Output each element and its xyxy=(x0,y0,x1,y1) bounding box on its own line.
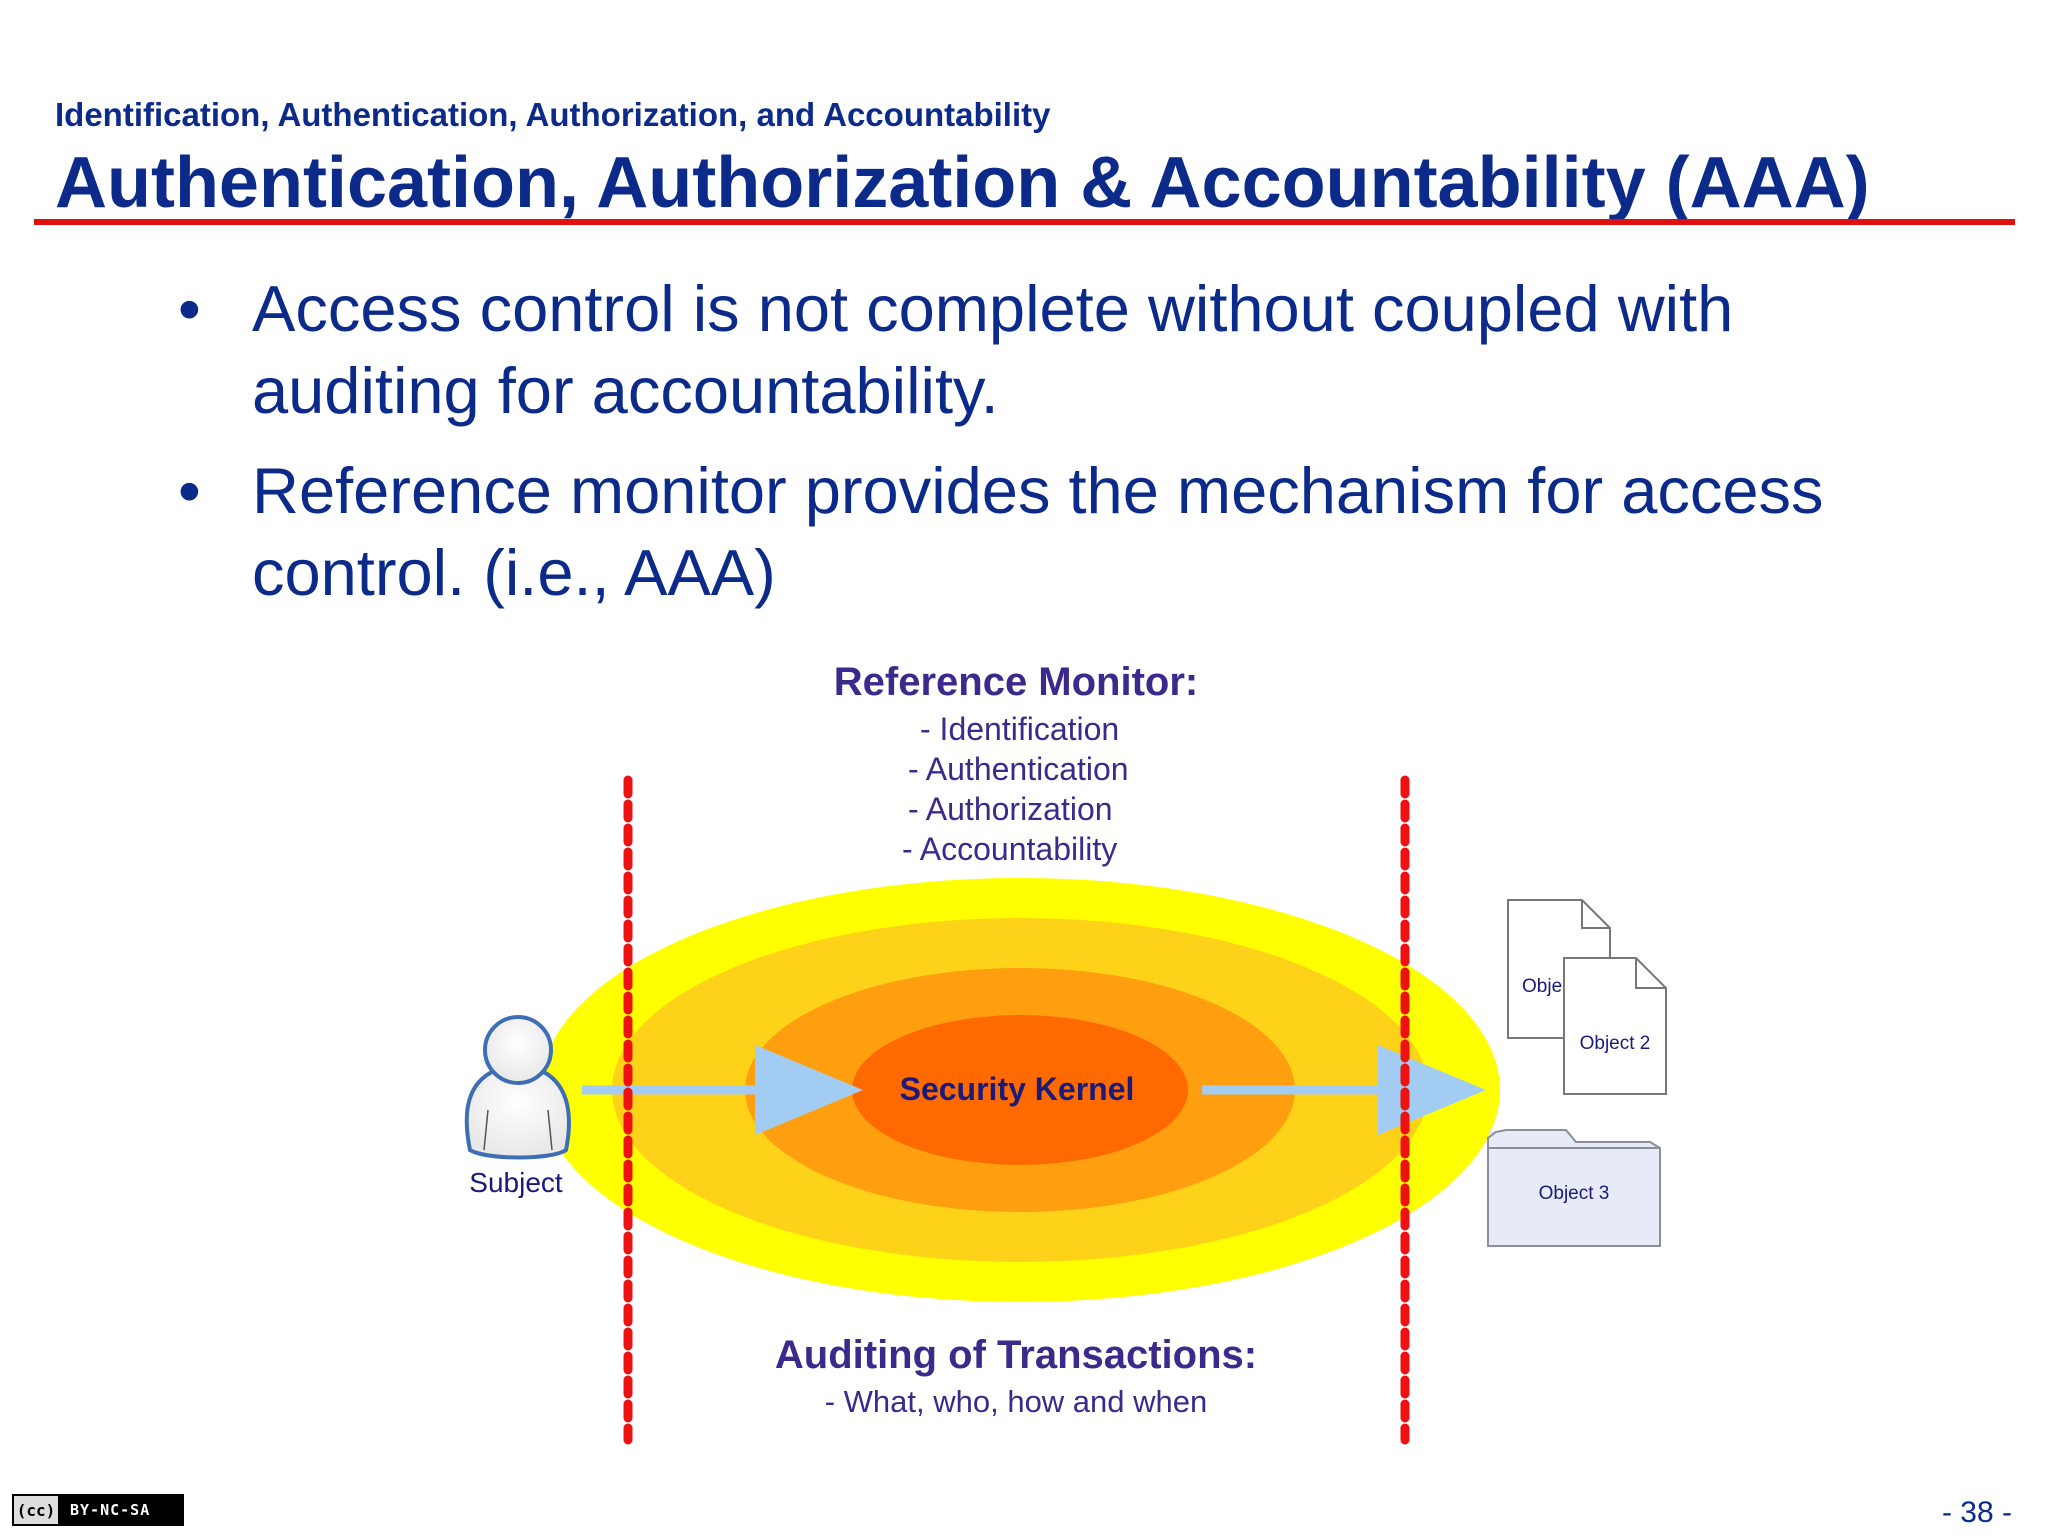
reference-monitor-heading: Reference Monitor: xyxy=(834,660,1199,704)
slide-subtitle: Identification, Authentication, Authoriz… xyxy=(55,96,1051,133)
bullet-dot-icon: • xyxy=(178,272,201,345)
subject-label: Subject xyxy=(469,1167,563,1198)
bullet-list: • Access control is not complete without… xyxy=(170,268,1870,632)
object-3-label: Object 3 xyxy=(1539,1183,1610,1204)
bullet-text: Access control is not complete without c… xyxy=(252,272,1734,427)
bullet-item: • Access control is not complete without… xyxy=(170,268,1870,432)
object-2-label: Object 2 xyxy=(1580,1033,1651,1054)
auditing-heading: Auditing of Transactions: xyxy=(775,1333,1257,1377)
object-2-document-icon xyxy=(1563,957,1667,1095)
auditing-detail: - What, who, how and when xyxy=(825,1384,1208,1419)
bullet-dot-icon: • xyxy=(178,454,201,527)
object-1-label: Obje xyxy=(1522,976,1562,997)
security-kernel-label: Security Kernel xyxy=(900,1071,1135,1107)
reference-monitor-item: - Authentication xyxy=(908,751,1129,787)
reference-monitor-item: - Authorization xyxy=(908,791,1113,827)
subject-person-icon xyxy=(464,1015,571,1160)
security-kernel-core xyxy=(852,1015,1188,1165)
reference-monitor-item: - Accountability xyxy=(902,831,1117,867)
cc-logo-icon: (cc) xyxy=(14,1496,60,1524)
object-3-folder-icon xyxy=(1487,1129,1661,1247)
cc-license-badge: (cc) BY-NC-SA xyxy=(12,1494,184,1526)
slide-title: Authentication, Authorization & Accounta… xyxy=(55,143,1870,223)
bullet-item: • Reference monitor provides the mechani… xyxy=(170,450,1870,614)
title-underline xyxy=(34,219,2015,225)
reference-monitor-item: - Identification xyxy=(920,711,1119,747)
page-number: - 38 - xyxy=(1941,1496,2012,1529)
bullet-text: Reference monitor provides the mechanism… xyxy=(252,454,1824,609)
cc-license-text: BY-NC-SA xyxy=(70,1501,151,1519)
